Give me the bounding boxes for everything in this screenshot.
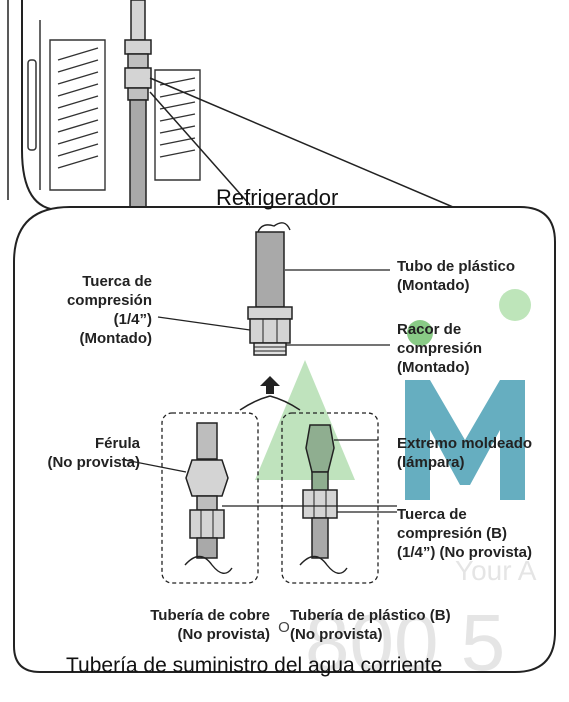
svg-text:800 5: 800 5	[305, 598, 505, 687]
copper-tubing-box	[161, 412, 259, 584]
label-line: Tuerca de	[82, 273, 152, 290]
label-compression-nut-b: Tuerca de compresión (B) (1/4”) (No prov…	[397, 505, 532, 562]
label-line: (1/4”) (No provista)	[397, 544, 533, 561]
label-line: (No provista)	[47, 454, 140, 471]
label-compression-nut-top: Tuerca de compresión (1/4”) (Montado)	[24, 272, 152, 348]
refrigerator-back-panel	[7, 0, 461, 211]
plastic-tubing-box	[281, 412, 379, 584]
label-ferrule: Férula (No provista)	[40, 434, 140, 472]
label-line: Tubería de cobre	[150, 607, 270, 624]
label-line: compresión	[66, 292, 152, 309]
label-line: Tuerca de	[397, 506, 467, 523]
label-plastic-tube: Tubo de plástico (Montado)	[397, 257, 515, 295]
option-copper-tubing: Tubería de cobre (No provista)	[70, 606, 270, 644]
label-line: Tubería de plástico (B)	[290, 607, 451, 624]
label-line: (1/4”)	[113, 311, 152, 328]
label-line: Tubo de plástico	[397, 258, 516, 275]
option-separator: O	[278, 619, 290, 636]
label-line: compresión	[397, 340, 483, 357]
label-line: (Montado)	[397, 277, 470, 294]
label-line: (No provista)	[177, 626, 270, 643]
upper-tube-assembly	[239, 222, 301, 411]
label-line: (No provista)	[290, 626, 383, 643]
label-line: Racor de	[397, 321, 462, 338]
leader-lines	[124, 269, 397, 513]
label-line: (lámpara)	[397, 454, 465, 471]
label-molded-end: Extremo moldeado (lámpara)	[397, 434, 532, 472]
option-plastic-tubing: Tubería de plástico (B) (No provista)	[290, 606, 451, 644]
label-line: compresión (B)	[397, 525, 508, 542]
diagram-title: Refrigerador	[216, 185, 339, 210]
label-compression-fitting: Racor de compresión (Montado)	[397, 320, 482, 377]
label-line: Extremo moldeado	[397, 435, 533, 452]
label-line: (Montado)	[397, 359, 470, 376]
svg-text:Your A: Your A	[455, 555, 537, 586]
label-line: (Montado)	[79, 330, 152, 347]
label-line: Férula	[94, 435, 140, 452]
diagram-footer: Tubería de suministro del agua corriente	[66, 654, 443, 677]
watermark: 800 5 Your A	[255, 289, 537, 687]
